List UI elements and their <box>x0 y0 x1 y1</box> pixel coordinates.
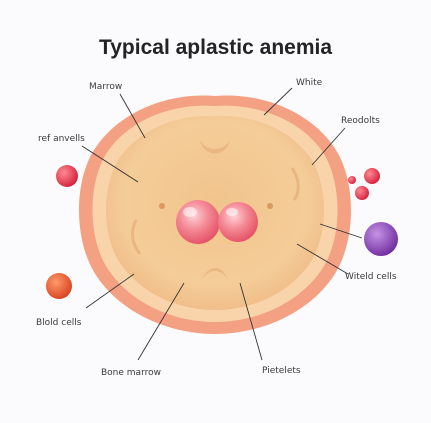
label-bone-marrow: Bone marrow <box>101 368 161 378</box>
leader-red-anvels <box>81 145 139 183</box>
label-blood-cells: Blold cells <box>36 318 82 328</box>
red-cell-right-3 <box>348 176 356 184</box>
label-reodolts: Reodolts <box>341 116 380 126</box>
leader-reodolts <box>311 127 346 166</box>
leader-purple <box>319 223 363 239</box>
label-platelets: Pietelets <box>262 366 301 376</box>
red-cell-left <box>56 165 78 187</box>
nucleus-right <box>218 202 258 242</box>
label-red-anvels: ref anvells <box>38 134 85 144</box>
red-cell-right-1 <box>364 168 380 184</box>
label-marrow: Marrow <box>89 82 123 92</box>
core-fold-bottom <box>202 268 228 280</box>
purple-cell <box>364 222 398 256</box>
diagram-title: Typical aplastic anemia <box>98 36 333 59</box>
label-witeld-cells: Witeld cells <box>345 272 397 282</box>
leader-witeld <box>296 243 349 275</box>
leader-blood-cells <box>85 273 135 309</box>
core-fold-top <box>200 140 230 154</box>
leader-marrow <box>119 93 146 139</box>
core-fold-left <box>131 219 142 255</box>
core-dot-left <box>159 203 165 209</box>
nucleus-highlight-left <box>183 207 197 217</box>
leader-platelets <box>239 282 263 361</box>
leader-lines <box>81 87 363 361</box>
label-white: White <box>296 78 323 88</box>
orange-cell <box>46 273 72 299</box>
core-dot-right <box>267 203 273 209</box>
core-fold-right <box>290 167 300 201</box>
red-cell-right-2 <box>355 186 369 200</box>
nucleus-left <box>176 200 220 244</box>
nucleus-highlight-right <box>226 208 238 216</box>
leader-bone-marrow <box>137 282 185 361</box>
leader-white <box>263 87 293 116</box>
